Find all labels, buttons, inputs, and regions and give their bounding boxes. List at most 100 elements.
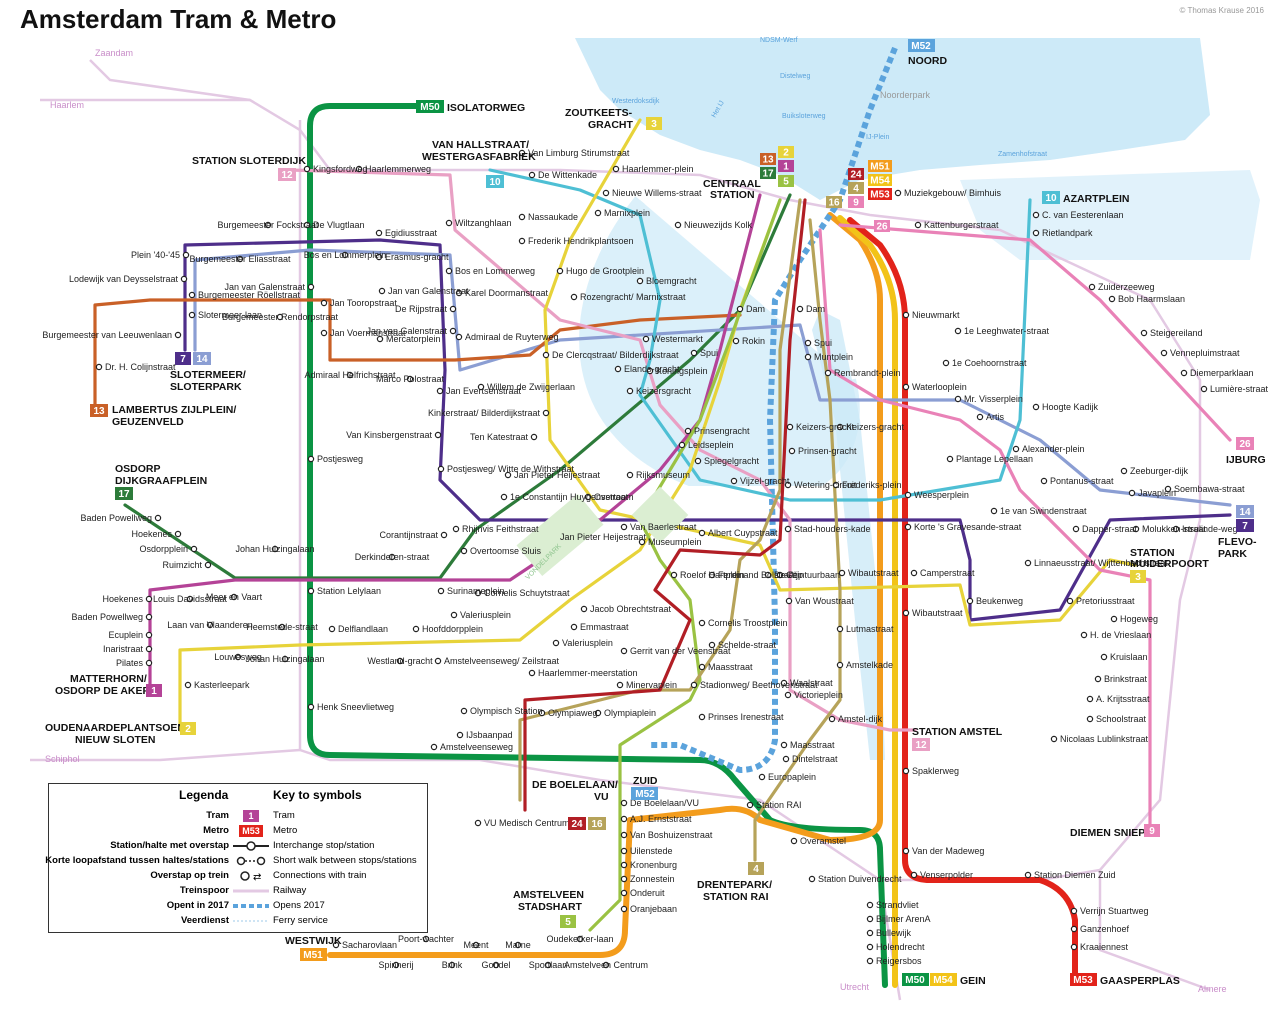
stop-valeriusplein2[interactable]: Valeriusplein xyxy=(562,638,613,648)
stop-vanboshuizen[interactable]: Van Boshuizenstraat xyxy=(630,830,713,840)
stop-dam2[interactable]: Dam xyxy=(806,304,825,314)
stop-molukken[interactable]: Molukken-straat xyxy=(1142,524,1207,534)
stop-weteringcircuit[interactable]: Wetering-circuit xyxy=(794,480,857,490)
stop-hennysneevliet[interactable]: Henk Sneevlietweg xyxy=(317,702,394,712)
stop-haarlemmerweg[interactable]: Haarlemmerweg xyxy=(365,164,431,174)
stop-elandsgracht[interactable]: Elands-gracht xyxy=(624,364,680,374)
stop-amstelveenseweg[interactable]: Amstelveenseweg/ Zeilstraat xyxy=(444,656,560,666)
stop-wiltzanghlaan[interactable]: Wiltzanghlaan xyxy=(455,218,512,228)
stop-spaklerweg[interactable]: Spaklerweg xyxy=(912,766,959,776)
stop-vanbaerle[interactable]: Van Baerlestraat xyxy=(630,522,697,532)
stop-hoofddorpplein[interactable]: Hoofddorpplein xyxy=(422,624,483,634)
stop-leidseplein[interactable]: Leidseplein xyxy=(688,440,734,450)
stop-vumedisch[interactable]: VU Medisch Centrum xyxy=(484,818,570,828)
stop-waalstraat[interactable]: Waalstraat xyxy=(790,678,833,688)
stop-camperstraat[interactable]: Camperstraat xyxy=(920,568,975,578)
stop-alexanderplein[interactable]: Alexander-plein xyxy=(1022,444,1085,454)
stop-jvgalenstraat[interactable]: Jan van Galenstraat xyxy=(224,282,305,292)
stop-swindenstraat[interactable]: 1e van Swindenstraat xyxy=(1000,506,1087,516)
stop-egidiusstraat[interactable]: Egidiusstraat xyxy=(385,228,438,238)
stop-pilatesstraat[interactable]: Pilates xyxy=(116,658,144,668)
stop-ruimzicht[interactable]: Ruimzicht xyxy=(162,560,202,570)
stop-inaristraat[interactable]: Inaristraat xyxy=(103,644,144,654)
stop-kinkerstraat[interactable]: Kinkerstraat/ Bilderdijkstraat xyxy=(428,408,541,418)
stop-overtoom[interactable]: Overtoom xyxy=(594,492,634,502)
stop-reigersbos[interactable]: Reigersbos xyxy=(876,956,922,966)
terminal-centraal-2[interactable]: STATION xyxy=(710,189,755,201)
stop-onderuit[interactable]: Onderuit xyxy=(630,888,665,898)
stop-frederikhendrik[interactable]: Frederik Hendrikplantsoen xyxy=(528,236,634,246)
stop-ceintuurbaan[interactable]: Ceintuurbaan xyxy=(786,570,840,580)
stop-rozengracht[interactable]: Rozengracht/ Marnixstraat xyxy=(580,292,686,302)
stop-jacobobrecht[interactable]: Jacob Obrechtstraat xyxy=(590,604,672,614)
stop-stationlelylaan[interactable]: Station Lelylaan xyxy=(317,586,381,596)
stop-weesperplein[interactable]: Weesperplein xyxy=(914,490,969,500)
stop-nassaukade[interactable]: Nassaukade xyxy=(528,212,578,222)
stop-zuiderzeeweg[interactable]: Zuiderzeeweg xyxy=(1098,282,1155,292)
stop-constantijn[interactable]: 1e Constantijn Huygensstraat xyxy=(510,492,629,502)
stop-frederiksplein[interactable]: Frederiks-plein xyxy=(842,480,902,490)
stop-minervaplein[interactable]: Minervaplein xyxy=(626,680,677,690)
stop-erasmusgracht[interactable]: Erasmus-gracht xyxy=(385,252,449,262)
terminal-matterhorn-2[interactable]: OSDORP DE AKER xyxy=(55,685,151,697)
stop-kdoorman[interactable]: Karel Doormanstraat xyxy=(465,288,549,298)
stop-kasterleepark[interactable]: Kasterleepark xyxy=(194,680,250,690)
stop-vijzelgracht[interactable]: Vijzel-gracht xyxy=(740,476,790,486)
terminal-flevopark-1[interactable]: FLEVO- xyxy=(1218,536,1257,548)
terminal-westwijk[interactable]: WESTWIJK xyxy=(285,935,342,947)
stop-dewittenkade[interactable]: De Wittenkade xyxy=(538,170,597,180)
stop-javaplein[interactable]: Javaplein xyxy=(1138,488,1176,498)
terminal-flevopark-2[interactable]: PARK xyxy=(1218,548,1247,560)
terminal-slotermeer-1[interactable]: SLOTERMEER/ xyxy=(170,369,246,381)
terminal-drentepark-2[interactable]: STATION RAI xyxy=(703,891,769,903)
stop-bosenlommerweg[interactable]: Bos en Lommerweg xyxy=(455,266,535,276)
stop-roelofhart[interactable]: Roelof Hartplein xyxy=(680,570,745,580)
stop-diemerpark[interactable]: Diemerparklaan xyxy=(1190,368,1254,378)
stop-stadionweg[interactable]: Stadionweg/ Beethovenstraat xyxy=(700,680,818,690)
stop-mrvisser[interactable]: Mr. Visserplein xyxy=(964,394,1023,404)
stop-stationdiemenzuid[interactable]: Station Diemen Zuid xyxy=(1034,870,1116,880)
stop-uilenstede[interactable]: Uilenstede xyxy=(630,846,673,856)
stop-corneliss[interactable]: Cornelis Schuytstraat xyxy=(484,588,570,598)
stop-mercatorplein[interactable]: Mercatorplein xyxy=(386,334,441,344)
terminal-oudenaarde-1[interactable]: OUDENAARDEPLANTSOEN/ xyxy=(45,722,188,734)
stop-haarlemmerplein[interactable]: Haarlemmer-plein xyxy=(622,164,694,174)
stop-rembrandtplein[interactable]: Rembrandt-plein xyxy=(834,368,901,378)
terminal-slotermeer-2[interactable]: SLOTERPARK xyxy=(170,381,242,393)
terminal-muiderpoort-2[interactable]: MUIDERPOORT xyxy=(1130,558,1209,570)
stop-amstelveenseweg2[interactable]: Amstelveenseweg xyxy=(440,742,513,752)
stop-jvoermanstraat[interactable]: Jan Voermanstraat xyxy=(330,328,406,338)
stop-rietlandpark[interactable]: Rietlandpark xyxy=(1042,228,1093,238)
stop-jtooropstraat[interactable]: Jan Tooropstraat xyxy=(330,298,397,308)
stop-cvaneesteren[interactable]: C. van Eesterenlaan xyxy=(1042,210,1124,220)
terminal-osdorp-1[interactable]: OSDORP xyxy=(115,463,161,475)
stop-spui[interactable]: Spui xyxy=(700,348,718,358)
stop-spui2[interactable]: Spui xyxy=(814,338,832,348)
stop-corantijnstraat[interactable]: Corantijnstraat xyxy=(379,530,438,540)
stop-jevertsen[interactable]: Jan Evertsenstraat xyxy=(446,386,522,396)
stop-akrijtsstraat[interactable]: A. Krijtsstraat xyxy=(1096,694,1150,704)
stop-ganzenhoef[interactable]: Ganzenhoef xyxy=(1080,924,1130,934)
stop-korte[interactable]: Korte 's Gravesande-straat xyxy=(914,522,1022,532)
stop-gerritvdveen[interactable]: Gerrit van der Veenstraat xyxy=(630,646,731,656)
terminal-boelelaan-2[interactable]: VU xyxy=(594,791,609,803)
stop-vennepluim[interactable]: Vennepluimstraat xyxy=(1170,348,1240,358)
stop-nieuwmarkt[interactable]: Nieuwmarkt xyxy=(912,310,960,320)
stop-ajernst[interactable]: A.J. Ernststraat xyxy=(630,814,692,824)
stop-wiebautstraat[interactable]: Wibautstraat xyxy=(848,568,899,578)
stop-admhelfrich[interactable]: Admiraal Helfrichstraat xyxy=(304,370,396,380)
stop-hdevrieslaan[interactable]: H. de Vrieslaan xyxy=(1090,630,1151,640)
stop-marnixplein[interactable]: Marnixplein xyxy=(604,208,650,218)
stop-keizersgr2[interactable]: Keizers-gracht xyxy=(796,422,855,432)
stop-scheldestraat[interactable]: Schelde-straat xyxy=(718,640,777,650)
stop-victorieplein[interactable]: Victorieplein xyxy=(794,690,843,700)
stop-lodewijk[interactable]: Lodewijk van Deysselstraat xyxy=(69,274,179,284)
stop-nieuwewillems[interactable]: Nieuwe Willems-straat xyxy=(612,188,702,198)
stop-coehoorn[interactable]: 1e Coehoornstraat xyxy=(952,358,1027,368)
terminal-oudenaarde-2[interactable]: NIEUW SLOTEN xyxy=(75,734,156,746)
stop-sacharovlaan[interactable]: Sacharovlaan xyxy=(342,940,397,950)
stop-kruislaan[interactable]: Kruislaan xyxy=(1110,652,1148,662)
stop-declerq[interactable]: De Clercqstraat/ Bilderdijkstraat xyxy=(552,350,679,360)
terminal-amstelveen-1[interactable]: AMSTELVEEN xyxy=(513,889,584,901)
